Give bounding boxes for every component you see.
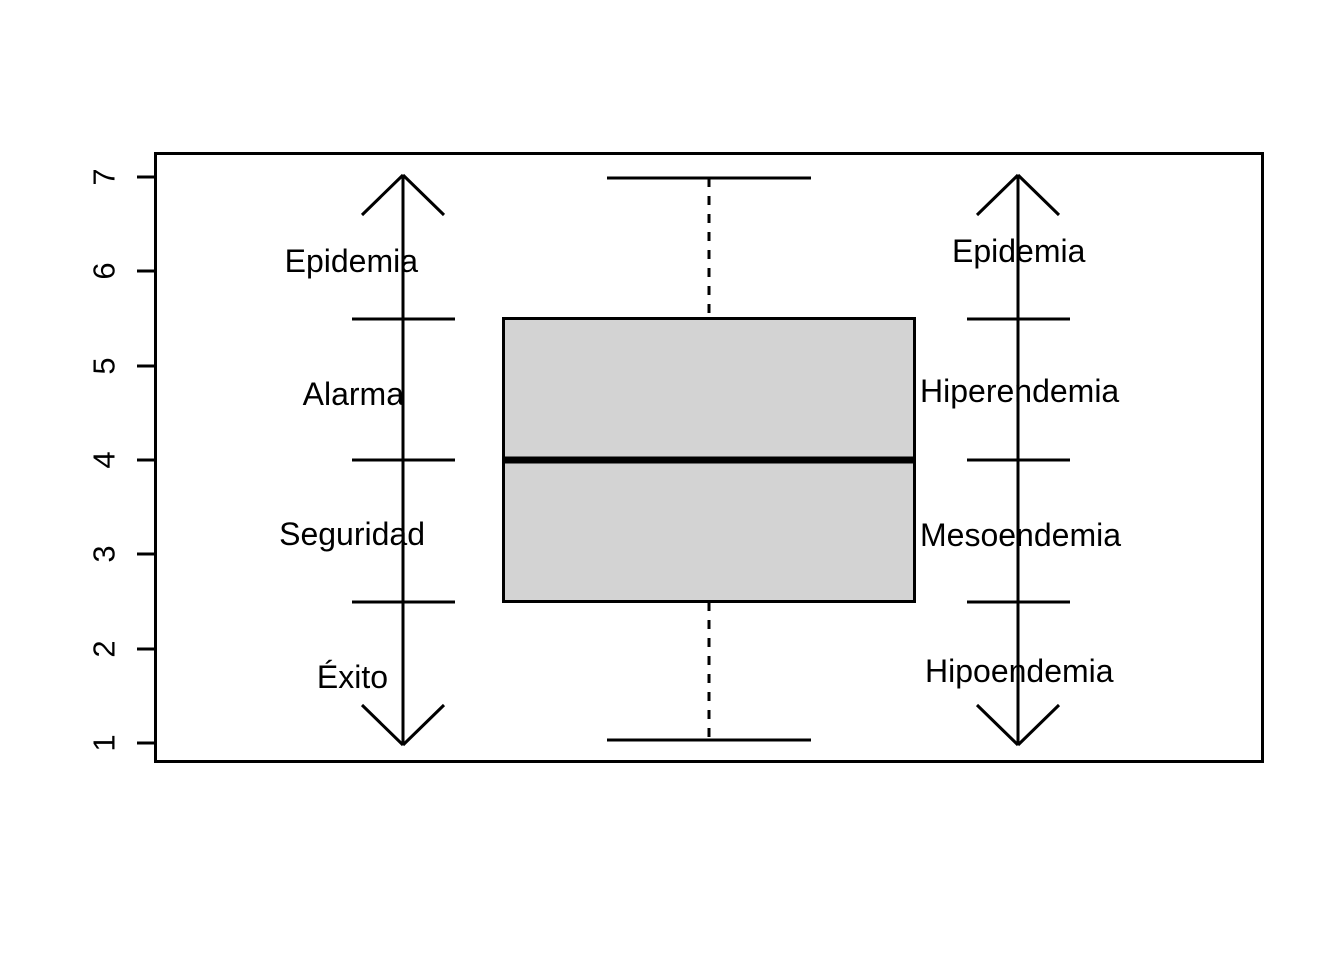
y-axis-label-6: 6	[87, 262, 122, 279]
y-axis: 7 6 5 4 3 2 1	[87, 168, 155, 752]
y-axis-label-7: 7	[87, 168, 122, 185]
y-axis-label-4: 4	[87, 451, 122, 468]
left-scale-label-alarma: Alarma	[303, 376, 405, 412]
right-scale-label-hiperendemia: Hiperendemia	[920, 373, 1119, 409]
left-scale-arrow-head-down	[360, 703, 446, 747]
y-axis-label-2: 2	[87, 640, 122, 657]
left-scale-label-epidemia: Epidemia	[285, 243, 419, 279]
right-scale-label-hipoendemia: Hipoendemia	[925, 653, 1114, 689]
left-scale-arrow-group: Epidemia Alarma Seguridad Éxito	[279, 173, 455, 747]
left-scale-arrow-head-up	[360, 173, 446, 217]
y-axis-label-5: 5	[87, 357, 122, 374]
plot-frame	[154, 152, 1264, 763]
y-axis-label-3: 3	[87, 545, 122, 562]
right-scale-arrow-head-down	[975, 703, 1061, 747]
right-scale-arrow-head-up	[975, 173, 1061, 217]
right-scale-label-mesoendemia: Mesoendemia	[920, 517, 1121, 553]
right-scale-label-epidemia: Epidemia	[952, 233, 1086, 269]
right-scale-arrow-group: Epidemia Hiperendemia Mesoendemia Hipoen…	[920, 173, 1121, 747]
y-axis-label-1: 1	[87, 734, 122, 751]
left-scale-label-seguridad: Seguridad	[279, 516, 425, 552]
left-scale-label-exito: Éxito	[317, 659, 388, 695]
boxplot-series	[502, 176, 916, 742]
